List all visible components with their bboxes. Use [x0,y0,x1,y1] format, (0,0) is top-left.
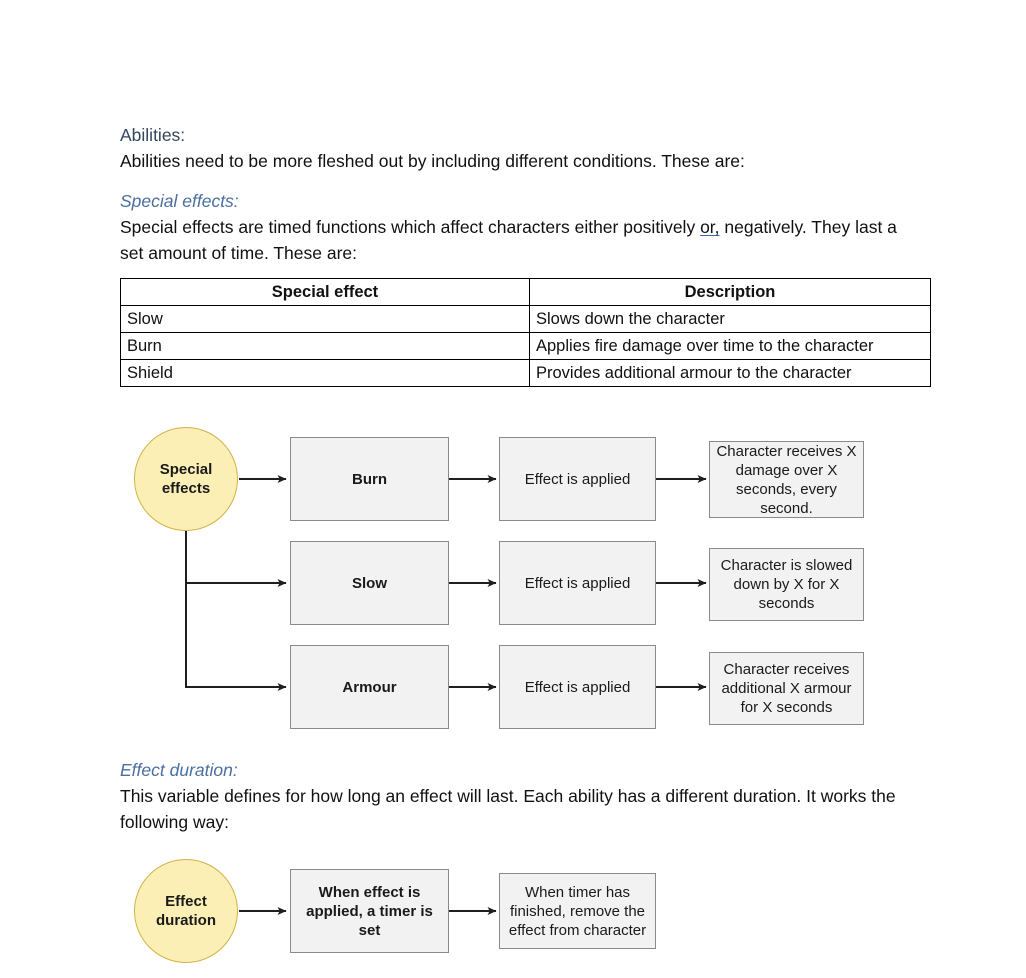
effect-duration-subheading: Effect duration: [120,760,238,780]
effect-duration-paragraph: This variable defines for how long an ef… [120,786,896,832]
node-label-line1: Special [159,461,213,478]
node-effect-applied-1[interactable]: Effect is applied [499,437,656,521]
node-label-line2: effects [161,480,211,497]
node-label: Character receives X damage over X secon… [716,442,857,517]
table-cell-description: Provides additional armour to the charac… [529,359,931,387]
table-cell-effect: Burn [120,332,530,360]
node-label: Effect is applied [524,470,631,488]
node-effect-applied-3[interactable]: Effect is applied [499,645,656,729]
page-title: Abilities: [120,125,186,145]
node-label: Armour [342,678,397,696]
node-label: Slow [351,574,387,592]
node-label: Special effects [154,460,219,498]
node-label-line2: duration [156,912,216,929]
node-effect-burn[interactable]: Burn [290,437,449,521]
node-label: Character receives additional X armour f… [721,661,852,716]
node-effect-duration-root[interactable]: Effect duration [134,859,238,963]
node-outcome-armour[interactable]: Character receives additional X armour f… [709,652,864,725]
special-effects-text-part1: Special effects are timed functions whic… [120,217,701,237]
node-label: When timer has finished, remove the effe… [508,883,647,939]
node-label: Character is slowed down by X for X seco… [720,557,853,612]
node-effect-applied-2[interactable]: Effect is applied [499,541,656,625]
special-effects-subheading: Special effects: [120,191,239,211]
special-effects-underlined-word: or, [700,217,720,237]
node-label: Burn [352,470,387,488]
table-cell-description: Applies fire damage over time to the cha… [529,332,931,360]
node-timer-set[interactable]: When effect is applied, a timer is set [290,869,449,953]
node-effect-slow[interactable]: Slow [290,541,449,625]
special-effects-paragraph: Special effects are timed functions whic… [120,214,910,266]
table-row: Burn Applies fire damage over time to th… [120,332,931,360]
table-header-description: Description [529,278,931,306]
special-effects-table: Special effect Description Slow Slows do… [120,278,931,387]
intro-paragraph: Abilities need to be more fleshed out by… [120,151,745,171]
node-effect-armour[interactable]: Armour [290,645,449,729]
document-text-block: Abilities: Abilities need to be more fle… [120,122,910,266]
node-outcome-burn[interactable]: Character receives X damage over X secon… [709,441,864,518]
table-cell-effect: Shield [120,359,530,387]
node-label: Effect is applied [524,574,631,592]
special-effects-text-part2: negatively. They last a set amount of ti… [120,217,897,263]
effect-duration-text-block: Effect duration: This variable defines f… [120,757,910,835]
node-timer-finished[interactable]: When timer has finished, remove the effe… [499,873,656,949]
table-row: Shield Provides additional armour to the… [120,359,931,387]
node-label: Effect duration [150,892,222,930]
node-label-line1: Effect [165,893,207,910]
node-outcome-slow[interactable]: Character is slowed down by X for X seco… [709,548,864,621]
node-label: When effect is applied, a timer is set [306,883,433,939]
node-special-effects-root[interactable]: Special effects [134,427,238,531]
node-label: Effect is applied [524,678,631,696]
